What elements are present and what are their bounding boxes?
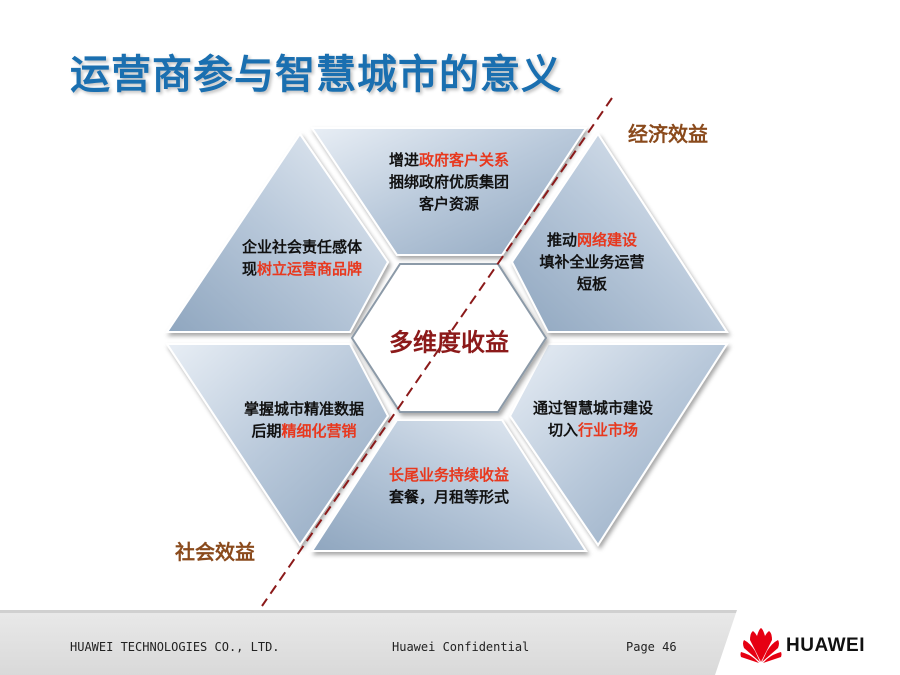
panel-upper-left — [165, 132, 390, 333]
panel-lower-left — [165, 343, 390, 547]
footer-page-number: Page 46 — [626, 640, 677, 654]
footer-confidential: Huawei Confidential — [392, 640, 530, 654]
panel-upper-right — [510, 132, 729, 333]
panel-upper-right-text: 推动网络建设 填补全业务运营 短板 — [539, 229, 644, 295]
panel-top-line2: 捆绑政府优质集团 — [388, 173, 509, 191]
panel-ul-line1: 企业社会责任感体 — [241, 238, 362, 256]
panel-ur-line1b: 网络建设 — [576, 231, 638, 249]
panel-lr-line2b: 行业市场 — [577, 421, 639, 439]
panel-top-line1a: 增进 — [388, 151, 419, 169]
panel-ll-line1: 掌握城市精准数据 — [243, 400, 365, 418]
panel-lower-left-text: 掌握城市精准数据 后期精细化营销 — [244, 398, 364, 442]
page-title: 运营商参与智慧城市的意义 — [70, 52, 562, 98]
divider-line — [261, 97, 613, 607]
panel-bottom-text: 长尾业务持续收益 套餐，月租等形式 — [389, 464, 509, 508]
panel-lr-line1: 通过智慧城市建设 — [532, 399, 654, 417]
panel-lower-right-text: 通过智慧城市建设 切入行业市场 — [533, 397, 653, 441]
panel-bottom — [310, 419, 588, 552]
footer: HUAWEI TECHNOLOGIES CO., LTD. Huawei Con… — [0, 610, 900, 675]
center-label: 多维度收益 — [389, 328, 509, 357]
panel-lower-right — [508, 343, 729, 547]
footer-stripe — [0, 610, 900, 613]
footer-company: HUAWEI TECHNOLOGIES CO., LTD. — [70, 640, 280, 654]
panel-ul-line2b: 树立运营商品牌 — [257, 260, 363, 278]
economic-benefit-label: 经济效益 — [628, 122, 708, 146]
panel-bottom-line1: 长尾业务持续收益 — [388, 466, 510, 484]
huawei-logo-icon — [740, 628, 782, 663]
panel-ur-line1a: 推动 — [546, 231, 577, 249]
panel-top-line1b: 政府客户关系 — [419, 151, 510, 169]
huawei-logo-text: HUAWEI — [786, 635, 865, 656]
panel-lr-line2a: 切入 — [547, 421, 578, 439]
panel-top — [310, 127, 588, 256]
panel-upper-left-text: 企业社会责任感体 现树立运营商品牌 — [242, 236, 362, 280]
panel-bottom-line2: 套餐，月租等形式 — [388, 488, 510, 506]
panel-ll-line2a: 后期 — [251, 422, 282, 440]
panel-top-line3: 客户资源 — [418, 195, 479, 213]
hexagon-diagram — [165, 97, 729, 607]
panel-ur-line2: 填补全业务运营 — [539, 253, 645, 271]
panel-ur-line3: 短板 — [576, 275, 608, 293]
panel-ll-line2b: 精细化营销 — [281, 422, 357, 440]
panel-top-text: 增进政府客户关系 捆绑政府优质集团 客户资源 — [389, 149, 509, 215]
social-benefit-label: 社会效益 — [175, 540, 255, 564]
panel-ul-line2a: 现 — [241, 260, 257, 278]
